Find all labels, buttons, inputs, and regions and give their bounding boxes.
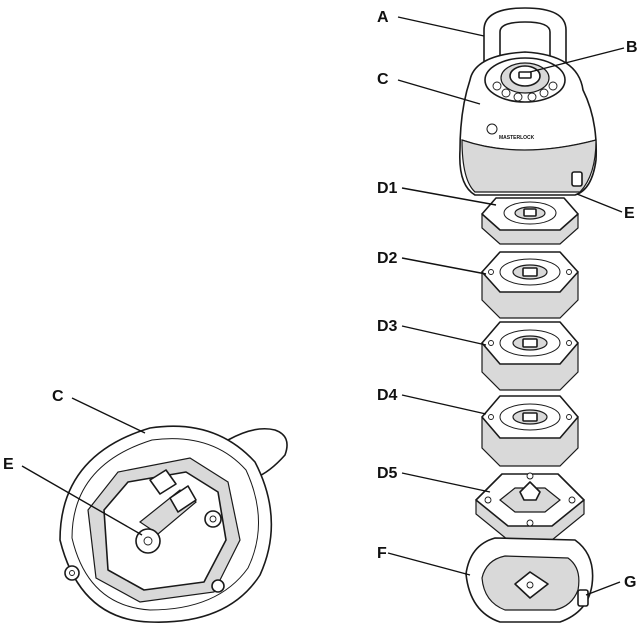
- label-d5: D5: [377, 465, 398, 482]
- label-b: B: [626, 39, 638, 56]
- label-e-left: E: [3, 456, 14, 473]
- leader-d3: [402, 326, 486, 345]
- disc-d4: [482, 396, 578, 466]
- disc-d1: [482, 198, 578, 244]
- leader-d4: [402, 395, 486, 414]
- label-d1: D1: [377, 180, 398, 197]
- leader-f: [388, 553, 470, 575]
- label-e-right: E: [624, 205, 635, 222]
- base-plate-f: [466, 538, 593, 622]
- label-d4: D4: [377, 387, 398, 404]
- label-a: A: [377, 9, 389, 26]
- disc-d3: [482, 322, 578, 390]
- underside-view: [60, 426, 287, 622]
- disc-d2: [482, 252, 578, 318]
- leader-a: [398, 17, 484, 36]
- brand-text: MASTERLOCK: [499, 135, 535, 141]
- label-g: G: [624, 574, 636, 591]
- latch-g: [578, 590, 588, 606]
- label-f: F: [377, 545, 387, 562]
- label-d3: D3: [377, 318, 398, 335]
- label-c-bottom: C: [52, 388, 64, 405]
- leader-d5: [402, 473, 490, 492]
- disc-d5: [476, 473, 584, 540]
- dial-keypad: [485, 58, 565, 102]
- leader-e-right: [577, 194, 622, 212]
- label-d2: D2: [377, 250, 398, 267]
- label-c-top: C: [377, 71, 389, 88]
- leader-d2: [402, 258, 486, 274]
- leader-c-bottom: [72, 398, 145, 433]
